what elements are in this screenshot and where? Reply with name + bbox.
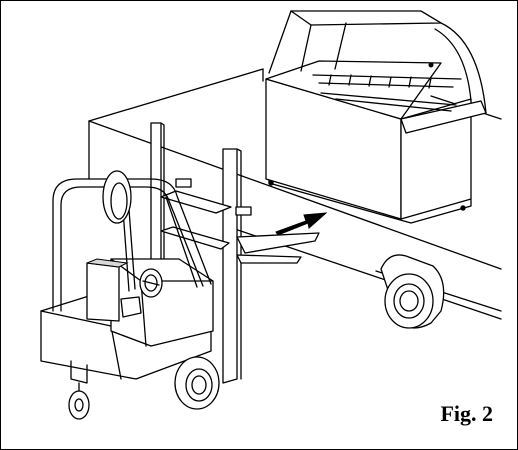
forklift [40, 122, 320, 420]
direction-arrow [275, 212, 328, 236]
figure-caption: Fig. 2 [440, 401, 493, 426]
display-case [265, 10, 487, 224]
truck-wheel [380, 254, 445, 329]
